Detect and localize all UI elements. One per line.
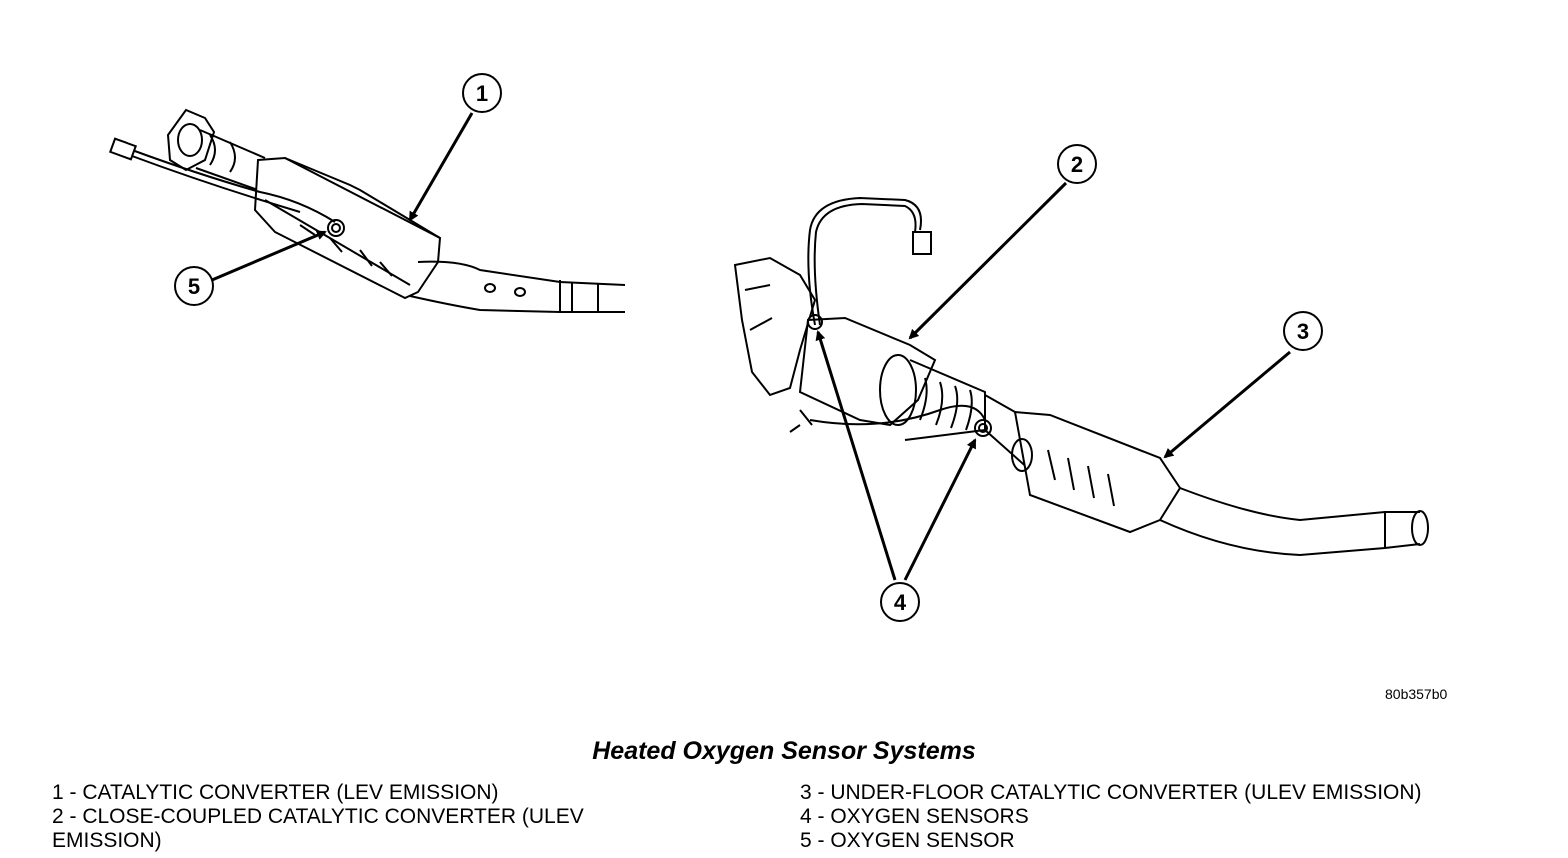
- svg-text:1: 1: [476, 81, 488, 106]
- svg-text:4: 4: [894, 590, 907, 615]
- exhaust-diagram: 1 2 3 4 5: [108, 73, 1429, 622]
- leader-4b: [903, 438, 977, 581]
- callout-3: 3: [1283, 311, 1323, 351]
- legend-item-5: 5 - OXYGEN SENSOR: [800, 829, 1015, 852]
- ulev-exhaust-assembly: [733, 196, 1429, 557]
- svg-text:2: 2: [1071, 152, 1083, 177]
- legend-item-2: 2 - CLOSE-COUPLED CATALYTIC CONVERTER (U…: [52, 805, 584, 852]
- svg-text:3: 3: [1297, 319, 1309, 344]
- callout-5: 5: [174, 266, 214, 306]
- diagram-caption: Heated Oxygen Sensor Systems: [592, 737, 976, 765]
- callout-2: 2: [1057, 144, 1097, 184]
- callout-4: 4: [880, 582, 920, 622]
- legend-item-1: 1 - CATALYTIC CONVERTER (LEV EMISSION): [52, 781, 499, 804]
- leader-5: [211, 230, 327, 282]
- legend-right: 3 - UNDER-FLOOR CATALYTIC CONVERTER (ULE…: [800, 781, 1540, 853]
- lev-exhaust-assembly: [108, 108, 626, 313]
- leader-1: [408, 112, 474, 222]
- leader-3: [1163, 350, 1291, 459]
- callout-1: 1: [462, 73, 502, 113]
- svg-text:5: 5: [188, 274, 200, 299]
- figure-code: 80b357b0: [1385, 686, 1448, 702]
- legend-item-3: 3 - UNDER-FLOOR CATALYTIC CONVERTER (ULE…: [800, 781, 1422, 804]
- legend-left: 1 - CATALYTIC CONVERTER (LEV EMISSION) 2…: [52, 781, 692, 853]
- leader-lines: [211, 112, 1291, 581]
- leader-2: [908, 181, 1068, 340]
- leader-4a: [815, 330, 897, 581]
- legend-item-4: 4 - OXYGEN SENSORS: [800, 805, 1029, 828]
